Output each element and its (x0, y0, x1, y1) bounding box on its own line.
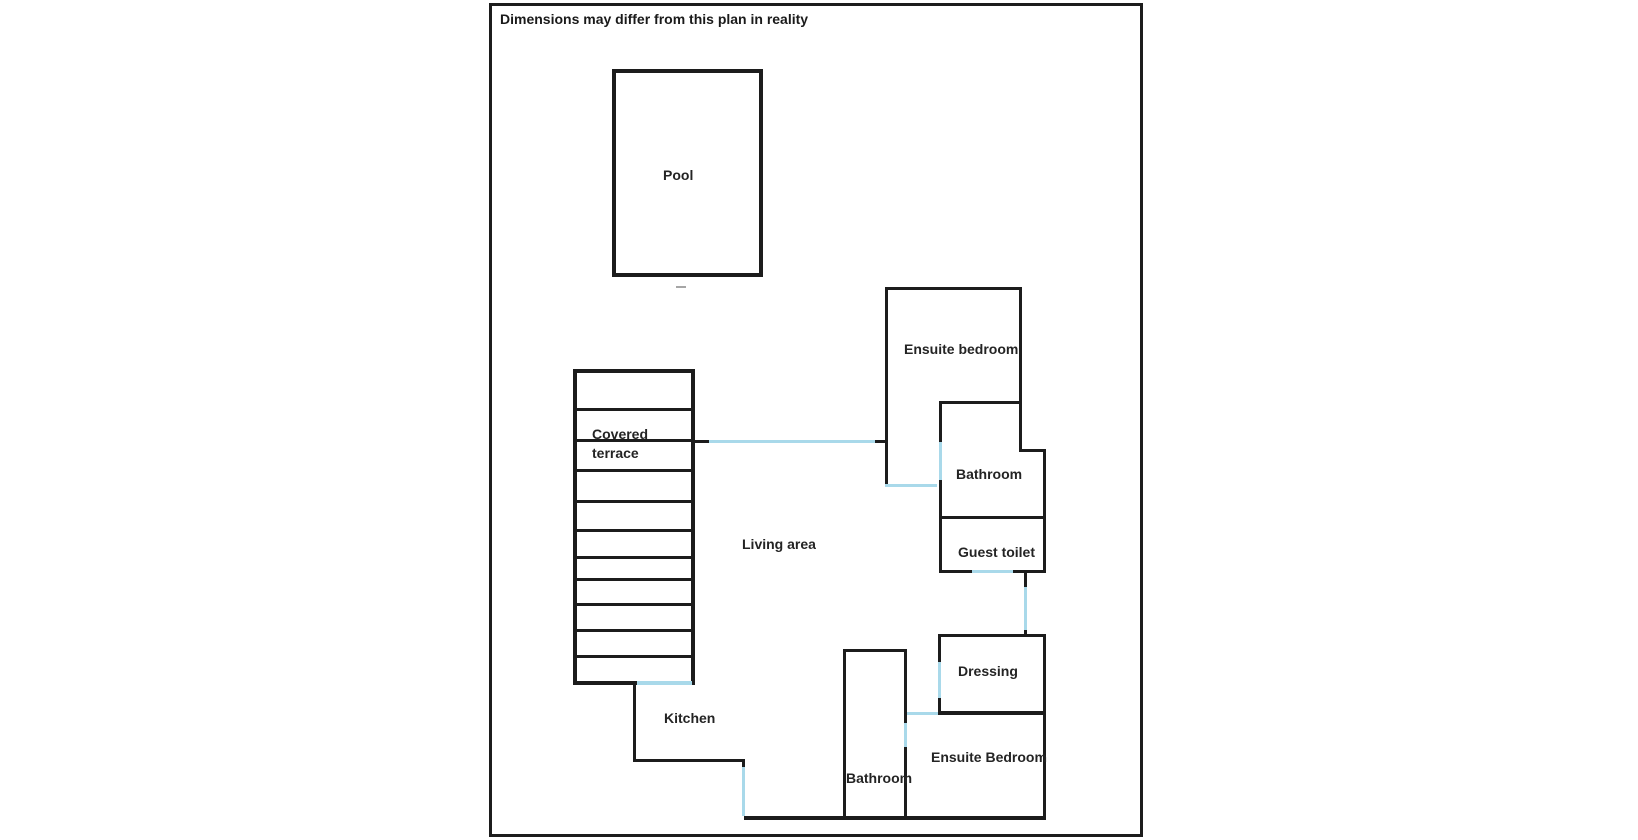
wall-ensuite-bedroom-top (885, 287, 1022, 290)
ensuite-bedroom-top-label: Ensuite bedroom (904, 341, 1019, 357)
wall-bathroom-left-lower (939, 480, 942, 573)
terrace-slat-line (574, 500, 694, 503)
wall-ensuite-bedroom-left (885, 287, 888, 487)
wall-bathroom-bottom-top (843, 649, 907, 652)
wall-kitchen-bottom (633, 759, 745, 762)
wall-bottom (744, 816, 1046, 820)
disclaimer-text: Dimensions may differ from this plan in … (500, 11, 809, 27)
door-ensuite-bedroom (885, 484, 937, 487)
pool-label: Pool (663, 167, 694, 183)
kitchen-label: Kitchen (664, 710, 716, 726)
terrace-slat-line (574, 529, 694, 532)
living-area-label: Living area (742, 536, 816, 552)
door-terrace-kitchen (637, 681, 692, 685)
door-dressing (938, 662, 941, 698)
wall-connector-lower (1024, 630, 1027, 637)
terrace-slat-line (574, 408, 694, 411)
terrace-slat-line (574, 629, 694, 632)
wall-bathroom-step (1019, 449, 1046, 452)
dressing-label: Dressing (958, 663, 1018, 679)
wall-bathroom-top (939, 401, 1022, 404)
terrace-slat-line (574, 556, 694, 559)
wall-bedroom-bathroom-shared-upper (904, 649, 907, 723)
bathroom-top-label: Bathroom (956, 466, 1023, 482)
wall-dressing-top (938, 634, 1046, 637)
pool-outline (612, 69, 763, 277)
wall-kitchen-step-tick (742, 759, 745, 767)
wall-tick-bedroom (875, 440, 887, 443)
door-kitchen-step (742, 767, 745, 816)
wall-dressing-left-upper (938, 634, 941, 662)
covered-terrace-label-line1: Covered (592, 426, 649, 442)
terrace-slat-line (574, 469, 694, 472)
terrace-slat-line (574, 603, 694, 606)
wall-bathroom-guest-toilet-divider (939, 516, 1046, 519)
wall-kitchen-left (633, 685, 636, 762)
wall-guest-toilet-bottom-left (939, 570, 972, 573)
terrace-slat-line (574, 439, 694, 442)
wall-bathroom-left-upper (939, 401, 942, 442)
terrace-slat-line (574, 578, 694, 581)
stray-mark (676, 286, 686, 288)
door-bathroom-bottom (904, 723, 907, 747)
wall-bathroom-bottom-left (843, 649, 846, 820)
wall-right-dressing-bedroom (1043, 634, 1046, 820)
wall-dressing-bottom (938, 711, 1046, 715)
door-connector (1024, 587, 1027, 630)
terrace-slat-line (574, 655, 694, 658)
guest-toilet-label: Guest toilet (958, 544, 1036, 560)
wall-tick-terrace (695, 440, 709, 443)
door-ensuite-bedroom-bottom (907, 712, 938, 715)
wall-bedroom-bathroom-shared-lower (904, 747, 907, 820)
wall-dressing-left-lower (938, 698, 941, 715)
door-bathroom-top (939, 442, 942, 480)
wall-guest-toilet-bottom-right (1013, 570, 1046, 573)
covered-terrace-outline (573, 369, 695, 685)
door-guest-toilet (972, 570, 1013, 573)
bathroom-bottom-label: Bathroom (846, 770, 913, 786)
wall-bathroom-right (1043, 449, 1046, 573)
wall-ensuite-bedroom-right (1019, 287, 1022, 452)
wall-connector-upper (1024, 570, 1027, 587)
door-living-terrace (709, 440, 875, 443)
covered-terrace-label-line2: terrace (592, 445, 639, 461)
ensuite-bedroom-bottom-label: Ensuite Bedroom (931, 749, 1047, 765)
